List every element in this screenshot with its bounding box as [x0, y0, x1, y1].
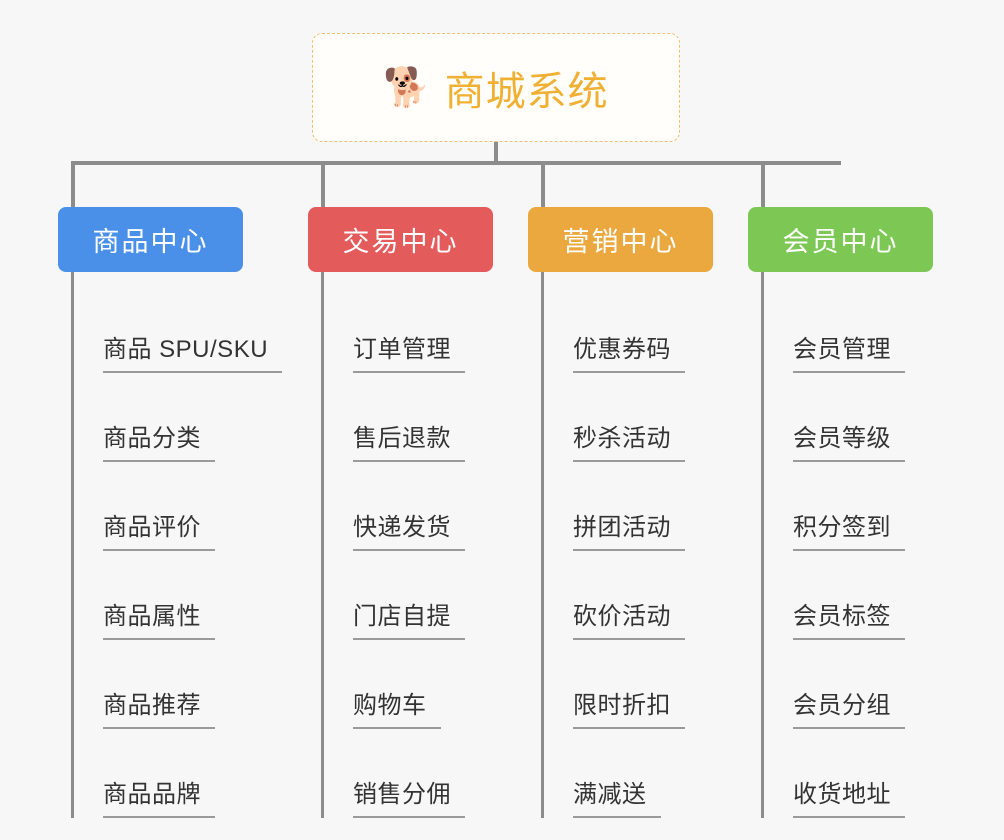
branch-header-label: 商品中心	[92, 227, 209, 257]
branch-header-label: 会员中心	[782, 227, 899, 257]
branch-trade-center: 交易中心订单管理售后退款快递发货门店自提购物车销售分佣	[308, 207, 493, 818]
shiba-dog-face-icon: 🐕	[383, 66, 431, 109]
leaf-item-label: 商品 SPU/SKU	[103, 329, 283, 373]
leaf-item-label: 订单管理	[353, 329, 465, 373]
leaf-item[interactable]: 购物车	[324, 640, 493, 729]
leaf-item[interactable]: 会员管理	[764, 284, 933, 373]
leaf-item[interactable]: 销售分佣	[324, 729, 493, 818]
leaf-item-label: 快递发货	[353, 507, 465, 551]
branch-header-member-center[interactable]: 会员中心	[748, 207, 933, 272]
leaf-item-label: 商品推荐	[103, 685, 215, 729]
branch-items-product-center: 商品 SPU/SKU 商品分类商品评价商品属性商品推荐商品品牌	[71, 272, 283, 818]
leaf-item-label: 商品属性	[103, 596, 215, 640]
leaf-item[interactable]: 拼团活动	[544, 462, 713, 551]
branch-marketing-center: 营销中心优惠券码秒杀活动拼团活动砍价活动限时折扣满减送	[528, 207, 713, 818]
leaf-item[interactable]: 会员等级	[764, 373, 933, 462]
root-node-label: 商城系统	[444, 69, 609, 114]
root-node[interactable]: 🐕 商城系统	[312, 33, 680, 142]
leaf-item-label: 拼团活动	[573, 507, 685, 551]
branch-items-marketing-center: 优惠券码秒杀活动拼团活动砍价活动限时折扣满减送	[541, 272, 713, 818]
leaf-item-label: 商品分类	[103, 418, 215, 462]
leaf-item-label: 优惠券码	[573, 329, 685, 373]
leaf-item-label: 商品评价	[103, 507, 215, 551]
leaf-item-label: 满减送	[573, 774, 661, 818]
leaf-item-label: 会员标签	[793, 596, 905, 640]
leaf-item-label: 会员管理	[793, 329, 905, 373]
branch-items-trade-center: 订单管理售后退款快递发货门店自提购物车销售分佣	[321, 272, 493, 818]
leaf-item[interactable]: 快递发货	[324, 462, 493, 551]
connector-drop-member-center	[761, 161, 765, 209]
leaf-item[interactable]: 会员标签	[764, 551, 933, 640]
leaf-item-label: 砍价活动	[573, 596, 685, 640]
branch-header-label: 交易中心	[342, 227, 459, 257]
leaf-item[interactable]: 收货地址	[764, 729, 933, 818]
branch-items-member-center: 会员管理会员等级积分签到会员标签会员分组收货地址	[761, 272, 933, 818]
branch-product-center: 商品中心商品 SPU/SKU 商品分类商品评价商品属性商品推荐商品品牌	[58, 207, 283, 818]
connector-root-stem	[494, 142, 498, 164]
leaf-item[interactable]: 秒杀活动	[544, 373, 713, 462]
connector-drop-marketing-center	[541, 161, 545, 209]
leaf-item[interactable]: 订单管理	[324, 284, 493, 373]
leaf-item[interactable]: 商品推荐	[74, 640, 282, 729]
leaf-item[interactable]: 限时折扣	[544, 640, 713, 729]
leaf-item-label: 收货地址	[793, 774, 905, 818]
leaf-item-label: 门店自提	[353, 596, 465, 640]
leaf-item-label: 销售分佣	[353, 774, 465, 818]
leaf-item[interactable]: 商品 SPU/SKU	[74, 284, 283, 373]
leaf-item[interactable]: 商品评价	[74, 462, 282, 551]
branch-header-trade-center[interactable]: 交易中心	[308, 207, 493, 272]
leaf-item[interactable]: 商品品牌	[74, 729, 282, 818]
leaf-item-label: 积分签到	[793, 507, 905, 551]
leaf-item[interactable]: 优惠券码	[544, 284, 713, 373]
branch-header-label: 营销中心	[562, 227, 679, 257]
leaf-item[interactable]: 商品分类	[74, 373, 282, 462]
leaf-item-label: 购物车	[353, 685, 441, 729]
leaf-item-label: 商品品牌	[103, 774, 215, 818]
leaf-item-label: 秒杀活动	[573, 418, 685, 462]
leaf-item[interactable]: 满减送	[544, 729, 713, 818]
leaf-item[interactable]: 积分签到	[764, 462, 933, 551]
leaf-item-label: 会员等级	[793, 418, 905, 462]
leaf-item[interactable]: 会员分组	[764, 640, 933, 729]
leaf-item-label: 售后退款	[353, 418, 465, 462]
leaf-item[interactable]: 砍价活动	[544, 551, 713, 640]
leaf-item[interactable]: 门店自提	[324, 551, 493, 640]
connector-drop-product-center	[71, 161, 75, 209]
connector-drop-trade-center	[321, 161, 325, 209]
branch-header-product-center[interactable]: 商品中心	[58, 207, 243, 272]
leaf-item-label: 会员分组	[793, 685, 905, 729]
branch-member-center: 会员中心会员管理会员等级积分签到会员标签会员分组收货地址	[748, 207, 933, 818]
leaf-item[interactable]: 售后退款	[324, 373, 493, 462]
leaf-item[interactable]: 商品属性	[74, 551, 282, 640]
connector-horizontal-bus	[71, 161, 841, 165]
branch-header-marketing-center[interactable]: 营销中心	[528, 207, 713, 272]
leaf-item-label: 限时折扣	[573, 685, 685, 729]
